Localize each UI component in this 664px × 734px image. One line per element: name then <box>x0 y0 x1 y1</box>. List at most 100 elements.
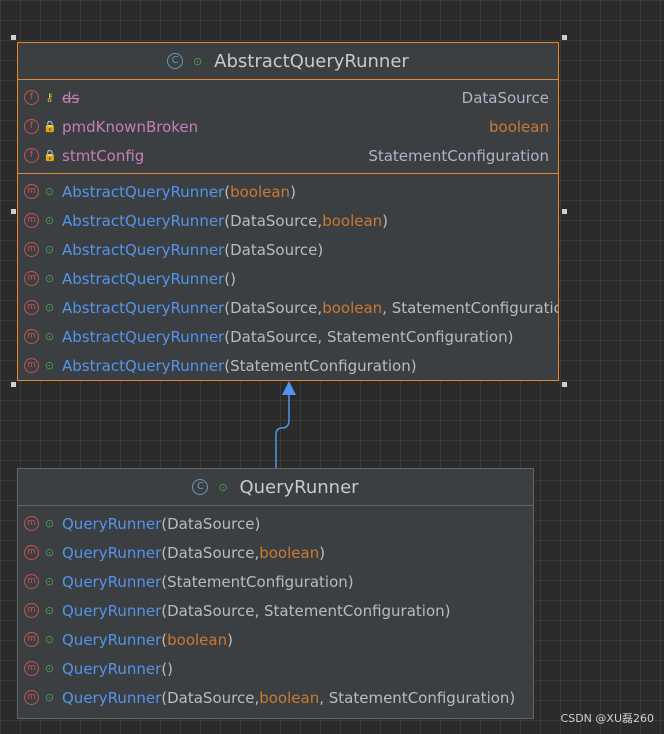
method-row[interactable]: m⊙AbstractQueryRunner (boolean) <box>18 177 558 206</box>
method-icon: m <box>24 300 39 315</box>
method-icon: m <box>24 545 39 560</box>
lock-icon: 🔒 <box>43 149 57 162</box>
public-icon: ⊙ <box>44 185 55 198</box>
public-icon: ⊙ <box>44 604 55 617</box>
class-header: C ⊙ QueryRunner <box>18 469 533 506</box>
field-name: ds <box>62 88 80 107</box>
method-row[interactable]: m⊙QueryRunner (boolean) <box>18 625 533 654</box>
method-params: () <box>161 659 173 678</box>
field-type: DataSource <box>461 88 549 107</box>
method-name: QueryRunner <box>62 688 162 707</box>
method-name: AbstractQueryRunner <box>62 298 225 317</box>
method-name: AbstractQueryRunner <box>62 240 225 259</box>
method-icon: m <box>24 603 39 618</box>
watermark: CSDN @XU磊260 <box>560 712 654 725</box>
method-params: (DataSource, StatementConfiguration) <box>224 327 514 346</box>
public-icon: ⊙ <box>44 243 55 256</box>
public-icon: ⊙ <box>44 546 55 559</box>
public-icon: ⊙ <box>44 330 55 343</box>
selection-handle[interactable] <box>11 209 16 214</box>
method-name: QueryRunner <box>62 659 162 678</box>
method-params-tail: ) <box>319 543 326 562</box>
method-params: (DataSource, <box>224 211 323 230</box>
method-icon: m <box>24 661 39 676</box>
public-icon: ⊙ <box>44 272 55 285</box>
selection-handle[interactable] <box>562 382 567 387</box>
method-icon: m <box>24 574 39 589</box>
class-node-query-runner[interactable]: C ⊙ QueryRunner m⊙QueryRunner (DataSourc… <box>17 468 534 719</box>
method-row[interactable]: m ⊙ QueryRunner (DataSource, boolean) <box>18 538 533 567</box>
method-keyword: boolean <box>230 182 291 201</box>
method-row[interactable]: m ⊙ QueryRunner () <box>18 654 533 683</box>
method-name: AbstractQueryRunner <box>62 356 225 375</box>
method-keyword: boolean <box>259 688 320 707</box>
public-icon: ⊙ <box>193 54 203 68</box>
method-params: (DataSource, <box>161 688 260 707</box>
selection-handle[interactable] <box>562 209 567 214</box>
method-row[interactable]: m ⊙ AbstractQueryRunner (DataSource, boole… <box>18 206 558 235</box>
method-icon: m <box>24 213 39 228</box>
method-params-tail: , StatementConfiguratio <box>382 298 559 317</box>
method-params: () <box>224 269 236 288</box>
inheritance-line <box>275 394 290 468</box>
class-name: AbstractQueryRunner <box>214 50 409 72</box>
method-keyword: boolean <box>167 630 228 649</box>
method-row[interactable]: m ⊙ AbstractQueryRunner (DataSource, State… <box>18 322 558 351</box>
method-icon: m <box>24 690 39 705</box>
selection-handle[interactable] <box>11 35 16 40</box>
methods-section: m⊙QueryRunner (DataSource)m⊙QueryRunner … <box>18 506 533 715</box>
method-params: (DataSource, <box>161 543 260 562</box>
class-header: C ⊙ AbstractQueryRunner <box>18 43 558 80</box>
method-icon: m <box>24 242 39 257</box>
method-icon: m <box>24 632 39 647</box>
method-keyword: boolean <box>259 543 320 562</box>
method-row[interactable]: m ⊙ QueryRunner (DataSource, StatementConf… <box>18 596 533 625</box>
method-icon: m <box>24 516 39 531</box>
class-icon: C <box>167 53 184 69</box>
method-row[interactable]: m⊙AbstractQueryRunner () <box>18 264 558 293</box>
method-name: QueryRunner <box>62 543 162 562</box>
method-row[interactable]: m⊙QueryRunner (DataSource) <box>18 509 533 538</box>
selection-handle[interactable] <box>11 382 16 387</box>
method-params: ( <box>224 182 231 201</box>
public-icon: ⊙ <box>44 214 55 227</box>
field-name: stmtConfig <box>62 146 145 165</box>
public-icon: ⊙ <box>44 575 55 588</box>
method-name: QueryRunner <box>62 601 162 620</box>
method-icon: m <box>24 329 39 344</box>
method-row[interactable]: m⊙AbstractQueryRunner (DataSource) <box>18 235 558 264</box>
class-icon: C <box>192 479 209 495</box>
method-params: (StatementConfiguration) <box>161 572 354 591</box>
public-icon: ⊙ <box>44 301 55 314</box>
public-icon: ⊙ <box>44 517 55 530</box>
selection-handle[interactable] <box>562 35 567 40</box>
field-type: StatementConfiguration <box>368 146 549 165</box>
method-keyword: boolean <box>322 211 383 230</box>
field-icon: f <box>24 90 39 105</box>
method-row[interactable]: m⊙AbstractQueryRunner (DataSource, boole… <box>18 293 558 322</box>
inheritance-arrowhead <box>282 381 296 395</box>
method-name: AbstractQueryRunner <box>62 327 225 346</box>
public-icon: ⊙ <box>44 633 55 646</box>
method-row[interactable]: m ⊙ QueryRunner (StatementConfiguration) <box>18 567 533 596</box>
method-name: AbstractQueryRunner <box>62 211 225 230</box>
methods-section: m⊙AbstractQueryRunner (boolean) m ⊙ Abstrac… <box>18 174 558 380</box>
method-name: QueryRunner <box>62 630 162 649</box>
method-row[interactable]: m⊙AbstractQueryRunner (StatementConfigur… <box>18 351 558 380</box>
method-params: (DataSource, StatementConfiguration) <box>161 601 451 620</box>
method-params-tail: , StatementConfiguration) <box>319 688 516 707</box>
method-name: AbstractQueryRunner <box>62 269 225 288</box>
public-icon: ⊙ <box>44 359 55 372</box>
method-params: (StatementConfiguration) <box>224 356 417 375</box>
method-row[interactable]: m⊙QueryRunner (DataSource, boolean, Stat… <box>18 683 533 712</box>
method-params: (DataSource, <box>224 298 323 317</box>
public-icon: ⊙ <box>218 480 228 494</box>
public-icon: ⊙ <box>44 662 55 675</box>
lock-icon: 🔒 <box>43 120 57 133</box>
method-name: QueryRunner <box>62 572 162 591</box>
